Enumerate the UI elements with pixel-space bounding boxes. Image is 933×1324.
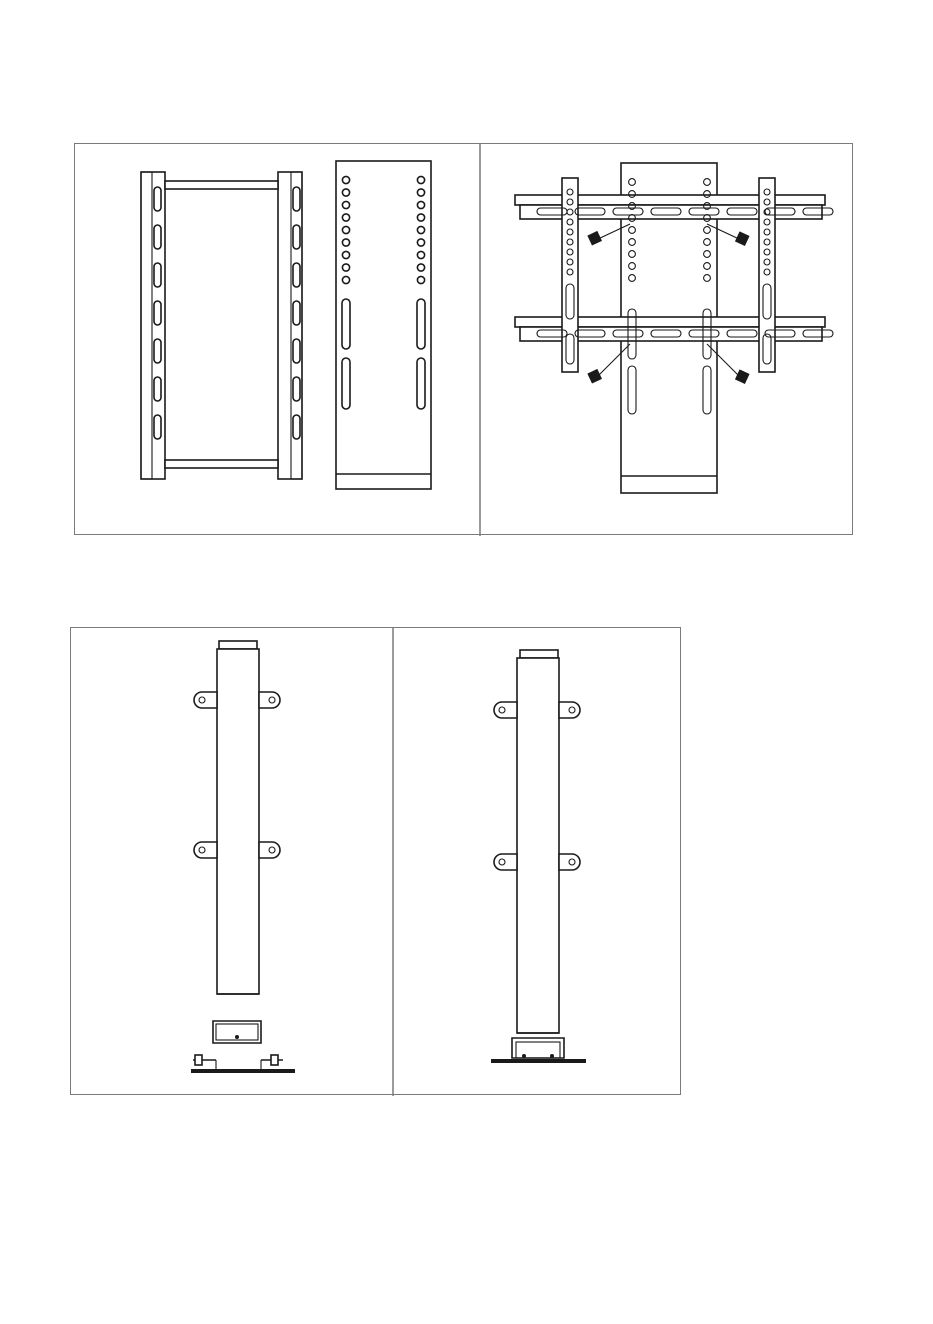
post-left	[191, 641, 295, 1073]
assembled-wall-mount	[515, 163, 833, 493]
base-exploded	[191, 1021, 295, 1073]
bottom-figure	[70, 627, 681, 1095]
top-figure	[74, 143, 853, 535]
adapter-plate	[336, 161, 431, 489]
bottom-figure-svg	[71, 628, 682, 1096]
post-right	[491, 650, 586, 1063]
top-figure-svg	[75, 144, 854, 536]
base-assembled	[491, 1038, 586, 1063]
bracket-frame	[141, 172, 302, 479]
